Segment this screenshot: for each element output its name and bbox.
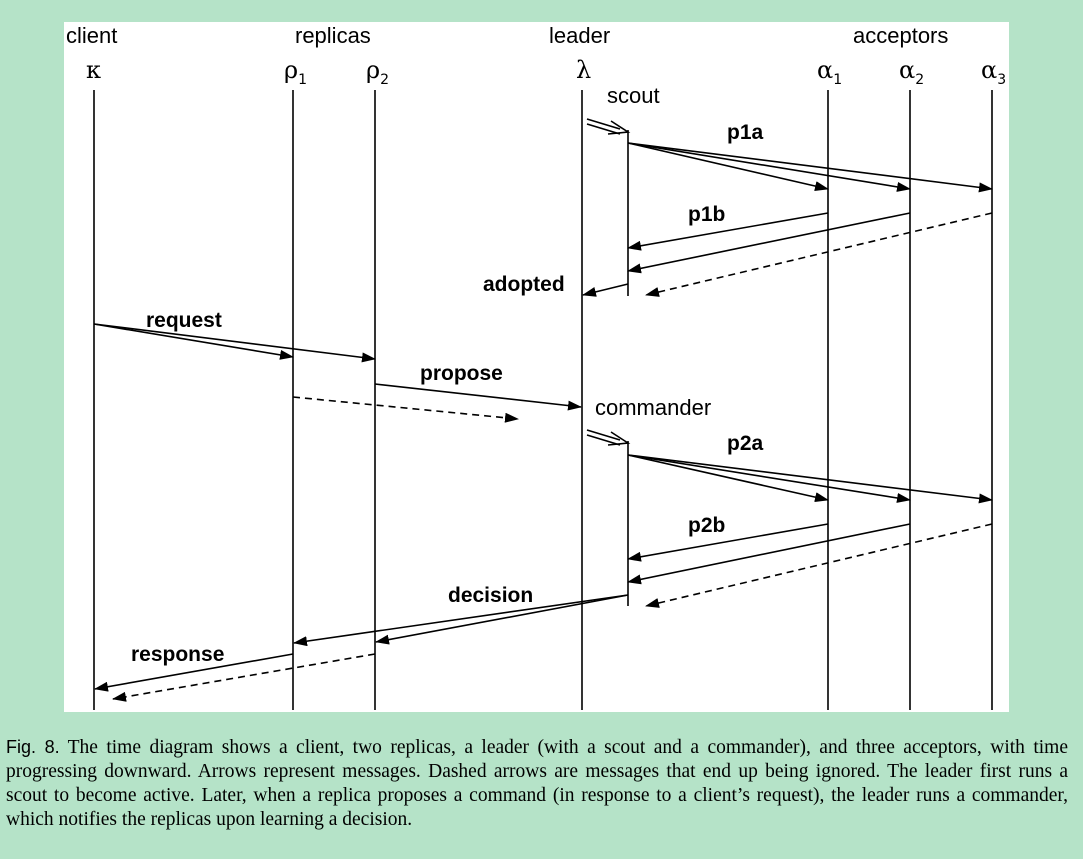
arrow-p1a-alpha2 xyxy=(627,142,911,192)
process-alpha1: α1 xyxy=(817,56,842,88)
arrow-request-rho1 xyxy=(93,323,294,360)
process-alpha2: α2 xyxy=(899,56,924,88)
arrow-request-rho2 xyxy=(93,323,376,363)
arrow-response-rho1 xyxy=(94,653,294,692)
group-label-acceptors: acceptors xyxy=(853,23,948,48)
group-label-client: client xyxy=(66,23,117,48)
caption-label: Fig. 8. xyxy=(6,737,60,757)
arrow-decision-rho2 xyxy=(375,594,629,645)
message-label-p1a: p1a xyxy=(727,121,764,144)
message-label-response: response xyxy=(131,643,224,666)
commander-label: commander xyxy=(595,395,711,420)
message-label-p2b: p2b xyxy=(688,514,725,537)
arrow-p2b-alpha2 xyxy=(627,523,911,585)
figure-panel xyxy=(64,22,1009,712)
message-label-decision: decision xyxy=(448,584,533,607)
process-lambda: λ xyxy=(576,56,591,84)
process-kappa: κ xyxy=(86,56,101,84)
arrow-p1b-alpha2 xyxy=(627,212,911,274)
message-label-adopted: adopted xyxy=(483,273,565,296)
spawn-commander-arrow xyxy=(586,429,631,446)
figure-caption: Fig. 8.The time diagram shows a client, … xyxy=(6,735,1068,832)
arrow-p1a-alpha1 xyxy=(627,142,829,191)
arrow-p2a-alpha2 xyxy=(627,454,911,503)
process-rho1: ρ1 xyxy=(284,56,307,88)
group-label-leader: leader xyxy=(549,23,610,48)
arrow-p2a-alpha1 xyxy=(627,454,829,503)
process-alpha3: α3 xyxy=(981,56,1006,88)
message-label-propose: propose xyxy=(420,362,503,385)
arrow-propose-rho1-ignored xyxy=(292,396,519,423)
scout-label: scout xyxy=(607,83,660,108)
arrow-p2b-alpha1 xyxy=(627,523,829,562)
arrow-response-rho2-ignored xyxy=(112,653,376,702)
group-label-replicas: replicas xyxy=(295,23,371,48)
arrow-propose-rho2 xyxy=(374,383,582,411)
message-label-p2a: p2a xyxy=(727,432,764,455)
spawn-scout-arrow xyxy=(586,118,631,135)
message-label-request: request xyxy=(146,309,222,332)
arrow-p1b-alpha1 xyxy=(627,212,829,251)
caption-text: The time diagram shows a client, two rep… xyxy=(6,737,1068,830)
process-rho2: ρ2 xyxy=(366,56,389,88)
arrow-adopted xyxy=(582,283,629,297)
arrow-decision-rho1 xyxy=(293,594,629,647)
arrow-p1a-alpha3 xyxy=(627,142,993,193)
arrow-p2a-alpha3 xyxy=(627,454,993,504)
message-label-p1b: p1b xyxy=(688,203,725,226)
